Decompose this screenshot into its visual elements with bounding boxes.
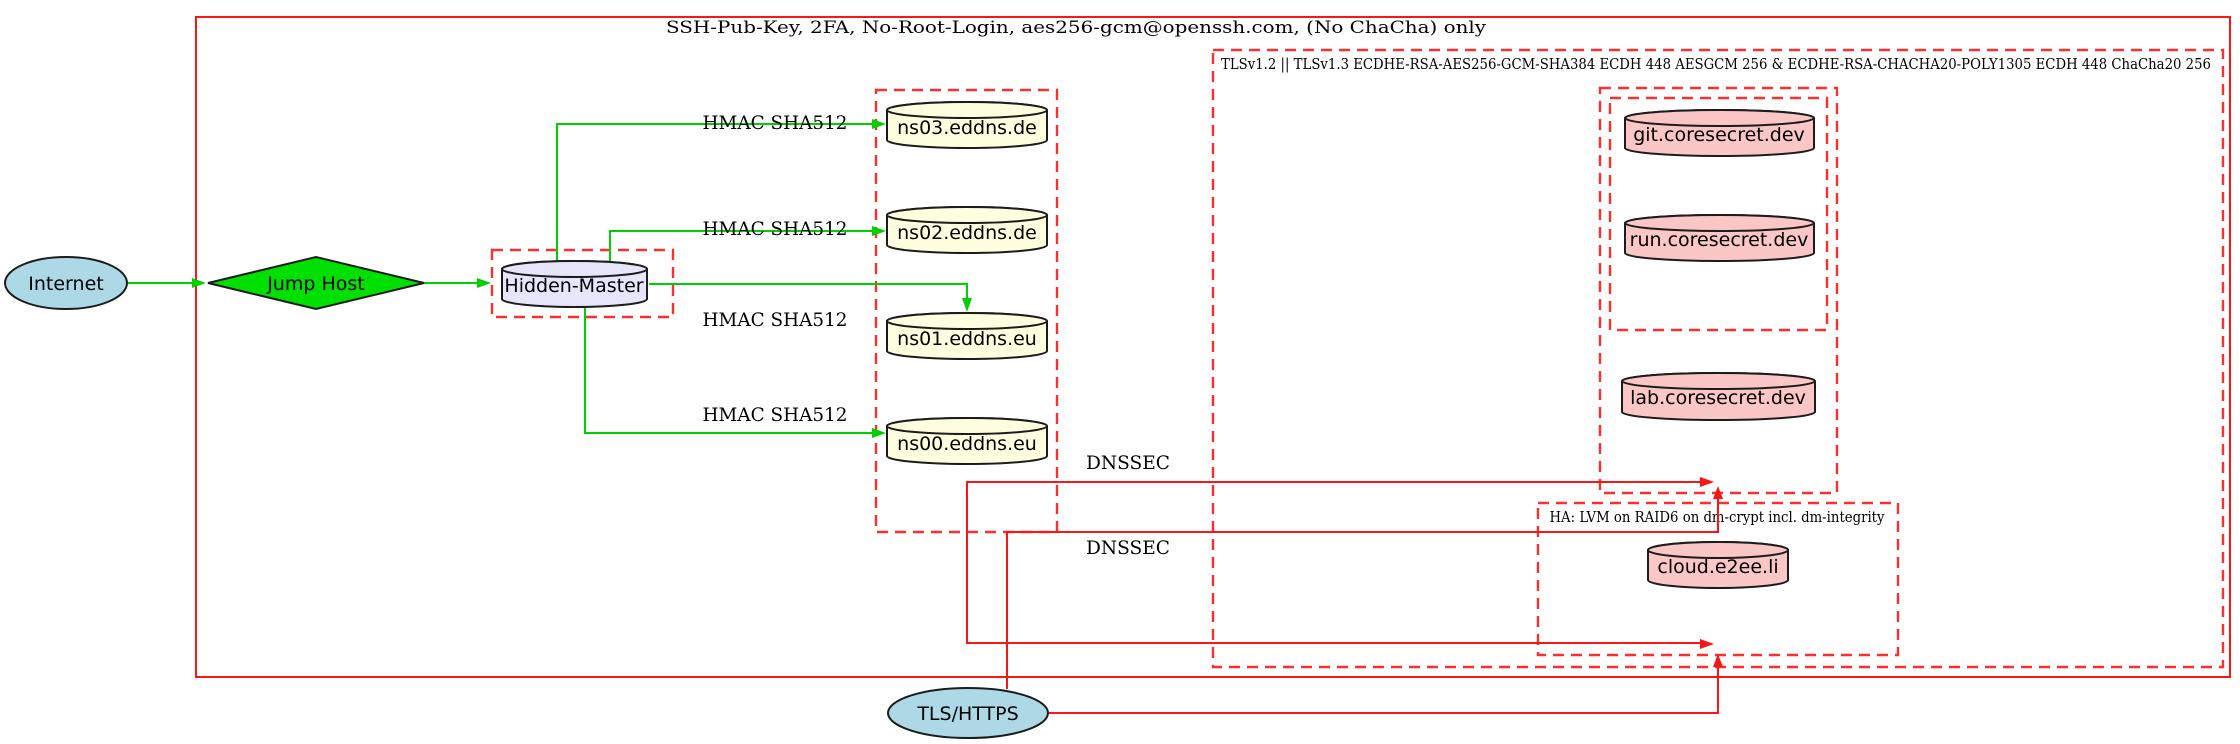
hmac-label-ns01: HMAC SHA512 (703, 309, 848, 331)
ns01-node: ns01.eddns.eu (886, 312, 1048, 360)
tls-https-node: TLS/HTTPS (887, 687, 1049, 739)
edge-tls-to-coresecret (1006, 486, 1723, 689)
ns02-node: ns02.eddns.de (886, 206, 1048, 254)
edge-internet-to-jumphost (128, 278, 206, 288)
edge-hiddenmaster-to-ns00 (584, 306, 886, 438)
jump-host-node-label: Jump Host (266, 273, 365, 295)
run-node: run.coresecret.dev (1624, 214, 1815, 262)
edge-hiddenmaster-to-ns01 (649, 283, 972, 312)
edge-jumphost-to-hiddenmaster (424, 278, 491, 288)
nameserver-cluster-box (874, 88, 1059, 534)
dnssec-label-1: DNSSEC (1086, 452, 1170, 474)
ns00-node: ns00.eddns.eu (886, 417, 1048, 465)
ns01-node-label: ns01.eddns.eu (897, 328, 1037, 350)
lab-node-label: lab.coresecret.dev (1630, 387, 1806, 409)
internet-node: Internet (4, 256, 128, 310)
ns03-node: ns03.eddns.de (886, 101, 1048, 149)
hmac-label-ns00: HMAC SHA512 (703, 404, 848, 426)
edge-hiddenmaster-to-ns03 (556, 119, 886, 263)
ssh-cluster-box: SSH-Pub-Key, 2FA, No-Root-Login, aes256-… (195, 16, 2231, 678)
ssh-cluster-label: SSH-Pub-Key, 2FA, No-Root-Login, aes256-… (666, 18, 1486, 38)
ns03-node-label: ns03.eddns.de (897, 117, 1037, 139)
edge-hiddenmaster-to-ns02 (609, 226, 886, 263)
hidden-master-node-label: Hidden-Master (504, 275, 643, 297)
git-node-label: git.coresecret.dev (1633, 124, 1805, 146)
ns00-node-label: ns00.eddns.eu (897, 433, 1037, 455)
coresecret-inner-cluster-box (1608, 96, 1829, 332)
edge-dnssec-to-coresecret (966, 477, 1714, 649)
tls-cluster-label: TLSv1.2 || TLSv1.3 ECDHE-RSA-AES256-GCM-… (1221, 55, 2211, 73)
tls-https-node-label: TLS/HTTPS (916, 703, 1018, 725)
ns02-node-label: ns02.eddns.de (897, 222, 1037, 244)
jump-host-node: Jump Host (207, 255, 425, 311)
cloud-node: cloud.e2ee.li (1647, 541, 1789, 589)
hidden-master-cluster-box (490, 248, 675, 319)
git-node: git.coresecret.dev (1624, 109, 1815, 157)
hidden-master-node: Hidden-Master (501, 260, 648, 308)
internet-node-label: Internet (28, 273, 103, 295)
dnssec-label-2: DNSSEC (1086, 537, 1170, 559)
cloud-node-label: cloud.e2ee.li (1657, 556, 1778, 578)
run-node-label: run.coresecret.dev (1630, 229, 1809, 251)
hmac-label-ns03: HMAC SHA512 (703, 112, 848, 134)
lab-node: lab.coresecret.dev (1621, 372, 1816, 421)
edge-tls-to-ha (1046, 654, 1723, 714)
hmac-label-ns02: HMAC SHA512 (703, 218, 848, 240)
